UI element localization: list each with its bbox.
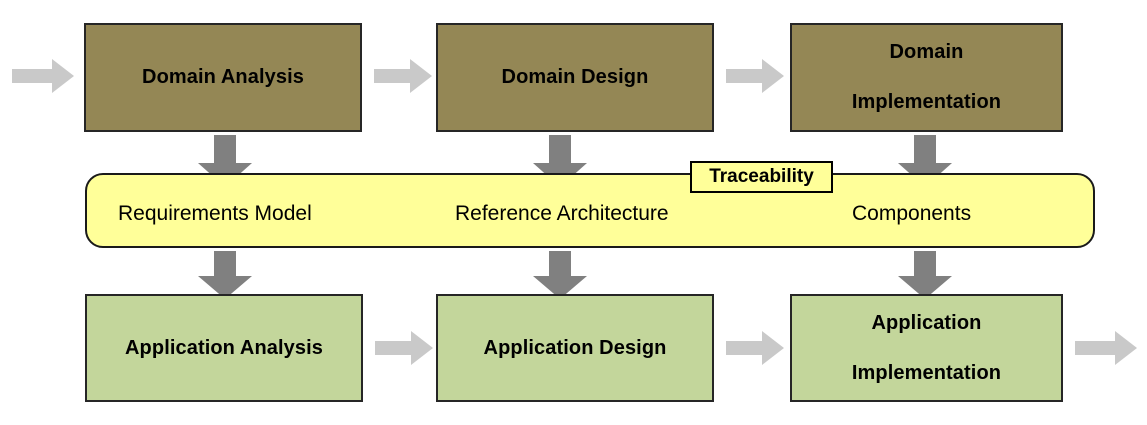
box-domain-implementation-label-line2: Implementation bbox=[851, 91, 1002, 113]
derive-arrow-components-to-application-implementation-icon bbox=[898, 251, 952, 299]
box-application-analysis[interactable]: Application Analysis bbox=[85, 294, 363, 402]
box-domain-analysis[interactable]: Domain Analysis bbox=[84, 23, 362, 132]
flow-arrow-application-design-to-application-implementation-icon bbox=[726, 331, 784, 365]
artifact-label-components: Components bbox=[852, 202, 972, 225]
box-domain-analysis-label: Domain Analysis bbox=[142, 66, 304, 88]
flow-arrow-into-domain-analysis-icon bbox=[12, 59, 74, 93]
traceability-label: Traceability bbox=[709, 166, 814, 187]
box-application-implementation-label-line1: Application bbox=[871, 311, 982, 334]
box-application-design-label: Application Design bbox=[483, 336, 667, 359]
box-domain-design-label: Domain Design bbox=[501, 66, 649, 88]
artifact-label-reference-architecture: Reference Architecture bbox=[455, 202, 669, 225]
artifact-band[interactable] bbox=[85, 173, 1095, 248]
box-domain-implementation-label-line1: Domain bbox=[889, 41, 964, 63]
flow-arrow-out-of-application-implementation-icon bbox=[1075, 331, 1137, 365]
box-application-design[interactable]: Application Design bbox=[436, 294, 714, 402]
box-application-analysis-label: Application Analysis bbox=[125, 336, 323, 359]
artifact-label-requirements-model: Requirements Model bbox=[118, 202, 312, 225]
box-domain-design[interactable]: Domain Design bbox=[436, 23, 714, 132]
flow-arrow-domain-analysis-to-domain-design-icon bbox=[374, 59, 432, 93]
flow-arrow-domain-design-to-domain-implementation-icon bbox=[726, 59, 784, 93]
traceability-callout[interactable]: Traceability bbox=[690, 161, 833, 193]
flow-arrow-application-analysis-to-application-design-icon bbox=[375, 331, 433, 365]
derive-arrow-reference-architecture-to-application-design-icon bbox=[533, 251, 587, 299]
derive-arrow-requirements-model-to-application-analysis-icon bbox=[198, 251, 252, 299]
box-application-implementation-label-line2: Implementation bbox=[851, 361, 1002, 384]
